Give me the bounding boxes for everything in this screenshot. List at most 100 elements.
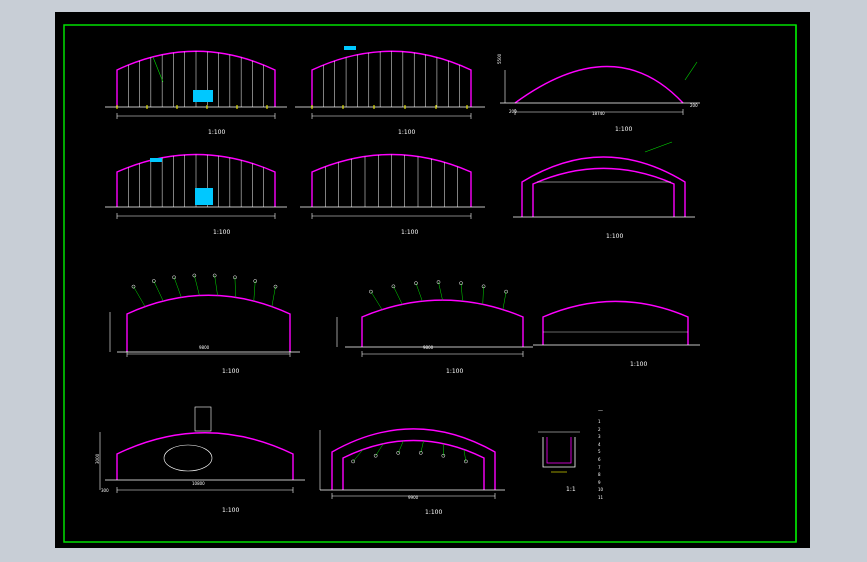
- detail-profile: [542, 437, 576, 468]
- callout-bubble: [414, 281, 418, 286]
- note-9: 9: [598, 479, 601, 485]
- scale-label-v3: 1:100: [615, 126, 633, 133]
- dim-span-9800-b: 9800: [423, 345, 434, 350]
- note-8: 8: [598, 472, 601, 478]
- note-10: 10: [598, 487, 604, 493]
- scale-label-v8: 1:100: [446, 368, 464, 375]
- leader-v3: [684, 61, 698, 81]
- callout-bubble: [273, 284, 278, 289]
- detail-ellipse-v10: [163, 444, 213, 472]
- note-3: 3: [598, 434, 601, 440]
- note-5: 5: [598, 449, 601, 455]
- scale-label-v7: 1:100: [222, 368, 240, 375]
- callout-leader: [375, 443, 384, 456]
- arch-inner-v11: [342, 439, 485, 490]
- callout-leader: [234, 277, 236, 298]
- callout-leader: [352, 449, 364, 462]
- callout-leader: [502, 291, 507, 310]
- sheet-border: [63, 24, 797, 543]
- callout-leader: [370, 291, 383, 310]
- callout-bubble: [253, 279, 258, 283]
- callout-bubble: [441, 453, 446, 458]
- scale-label-v10: 1:100: [222, 507, 240, 514]
- dim-base-300: 300: [101, 488, 109, 493]
- notes-list: 1 2 3 4 5 6 7 8 9 10 11: [598, 418, 603, 502]
- callout-bubble: [151, 279, 156, 283]
- door-panel-v1: [193, 90, 213, 102]
- callout-bubble: [459, 281, 463, 286]
- note-11: 11: [598, 494, 604, 500]
- callout-leader: [460, 283, 463, 302]
- callout-bubble: [351, 459, 355, 464]
- note-6: 6: [598, 456, 601, 462]
- door-panel-v4: [195, 188, 213, 205]
- scale-label-detail: 1:1: [566, 486, 576, 493]
- callout-bubble: [369, 289, 373, 294]
- callout-bubble: [481, 284, 486, 289]
- callout-leader: [415, 283, 423, 302]
- arch-inner-v6: [532, 167, 675, 217]
- arch-view-8: [361, 299, 524, 347]
- dim-span-9900: 9900: [408, 495, 419, 500]
- note-4: 4: [598, 441, 601, 447]
- note-2: 2: [598, 426, 601, 432]
- callout-bubble: [504, 289, 508, 294]
- arch-view-7: [126, 294, 291, 352]
- callout-leader: [253, 281, 256, 302]
- scale-label-v5: 1:100: [401, 229, 419, 236]
- callout-leader: [153, 280, 164, 302]
- dim-height-5500: 5500: [497, 53, 502, 64]
- callout-leader: [438, 282, 443, 301]
- drawing-sheet: [55, 12, 810, 548]
- callout-bubble: [212, 273, 217, 278]
- callout-bubble: [464, 459, 468, 464]
- note-1: 1: [598, 419, 601, 424]
- dim-span-9800-a: 9800: [199, 345, 210, 350]
- callout-bubble: [418, 451, 423, 455]
- callout-leader: [463, 449, 467, 462]
- callout-bubble: [391, 284, 396, 289]
- scale-label-v9: 1:100: [630, 361, 648, 368]
- dim-height-3000: 3000: [95, 453, 100, 464]
- detail-inner-profile: [546, 437, 572, 464]
- callout-leader: [194, 275, 200, 296]
- callout-leader: [420, 440, 424, 453]
- tag-box-v10: [194, 406, 212, 432]
- callout-leader: [173, 277, 182, 298]
- dim-span-10800: 10800: [192, 481, 205, 486]
- notes-title: —: [598, 408, 603, 414]
- cad-drawing: [63, 24, 797, 543]
- callout-leader: [214, 275, 218, 296]
- callout-bubble: [436, 280, 441, 284]
- leader-v6: [644, 141, 673, 153]
- arch-view-3: [514, 65, 684, 104]
- callout-bubble: [233, 275, 237, 280]
- callout-leader: [271, 286, 276, 307]
- scale-label-v4: 1:100: [213, 229, 231, 236]
- scale-label-v6: 1:100: [606, 233, 624, 240]
- label-tag-v4: [150, 158, 162, 162]
- arch-view-10: [116, 432, 294, 480]
- arch-view-9: [542, 300, 689, 345]
- callout-leader: [133, 286, 146, 307]
- arch-outer-v6: [521, 156, 686, 217]
- callout-bubble: [131, 284, 136, 289]
- callout-leader: [397, 440, 404, 453]
- label-tag-v2: [344, 46, 356, 50]
- dim-span-18740: 18740: [592, 111, 605, 116]
- arch-outer-v11: [331, 428, 496, 490]
- dim-offset-200-left: 200: [509, 109, 517, 114]
- scale-label-v1: 1:100: [208, 129, 226, 136]
- callout-bubble: [396, 451, 401, 455]
- callout-bubble: [373, 453, 378, 458]
- dim-offset-200-right: 200: [690, 103, 698, 108]
- callout-leader: [482, 286, 484, 305]
- callout-bubble: [192, 273, 197, 278]
- callout-bubble: [172, 275, 176, 280]
- scale-label-v2: 1:100: [398, 129, 416, 136]
- leader-v1: [152, 56, 164, 83]
- scale-label-v11: 1:100: [425, 509, 443, 516]
- note-7: 7: [598, 464, 601, 470]
- callout-leader: [393, 286, 403, 305]
